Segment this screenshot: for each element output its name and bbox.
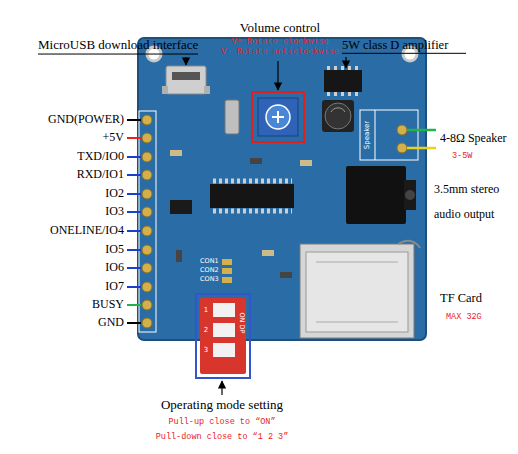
- part-name: TF Card: [440, 291, 482, 305]
- usb-connector: [162, 66, 210, 94]
- speaker-terminal: [360, 110, 418, 160]
- speaker-wires: [407, 130, 436, 148]
- pin-name: IO5: [105, 243, 124, 257]
- amplifier-chip: [324, 68, 362, 94]
- usage-note: Pull-up close to “ON”: [168, 418, 275, 428]
- con-pads: [222, 259, 232, 283]
- silkscreen-text: 1: [204, 306, 208, 314]
- pin-name: TXD/IO0: [77, 150, 124, 164]
- silkscreen-text: CON3: [200, 276, 219, 283]
- silkscreen-text: CON1: [200, 258, 219, 265]
- silkscreen-text: 3: [204, 346, 208, 354]
- silkscreen-text: Speaker: [363, 121, 371, 149]
- capacitor: [322, 100, 354, 132]
- dip-switch: [196, 294, 250, 378]
- audio-jack: [346, 166, 416, 224]
- tf-card-slot: [300, 241, 420, 338]
- pin-name: GND: [98, 316, 124, 330]
- part-name: 5W class D amplifier: [342, 38, 466, 54]
- part-name: 3.5mm stereo audio output: [434, 177, 514, 227]
- pin-header: [139, 111, 156, 332]
- part-name: Volume control: [240, 21, 320, 36]
- interface-label: MicroUSB download interface: [38, 38, 198, 55]
- volume-potentiometer: [252, 92, 304, 142]
- usage-note: V- Rotate anticlockwise: [221, 48, 338, 58]
- spec-note: 3-5W: [452, 152, 472, 162]
- silkscreen-text: 2: [204, 326, 208, 334]
- pin-name: GND(POWER): [48, 113, 124, 127]
- silkscreen-text: ON DP: [237, 313, 244, 334]
- pin-leader-lines: [127, 120, 141, 323]
- main-chip: [210, 181, 294, 211]
- part-name: Operating mode setting: [161, 398, 283, 413]
- pin-name: IO2: [105, 187, 124, 201]
- usage-note: V+ Rotate clockwise: [232, 38, 329, 48]
- part-name: 4-8Ω Speaker: [440, 132, 507, 146]
- pin-name: RXD/IO1: [77, 168, 124, 182]
- callout-arrows: [186, 57, 346, 395]
- pcb-board: [138, 38, 426, 340]
- pin-name: IO7: [105, 280, 124, 294]
- silkscreen-text: CON2: [200, 267, 219, 274]
- pin-name: IO6: [105, 261, 124, 275]
- usage-note: Pull-down close to “1 2 3”: [156, 433, 289, 443]
- pin-name: ONELINE/IO4: [50, 224, 124, 238]
- spec-note: MAX 32G: [446, 313, 482, 323]
- pin-name: IO3: [105, 205, 124, 219]
- pin-name: +5V: [103, 131, 124, 145]
- pin-name: BUSY: [92, 298, 124, 312]
